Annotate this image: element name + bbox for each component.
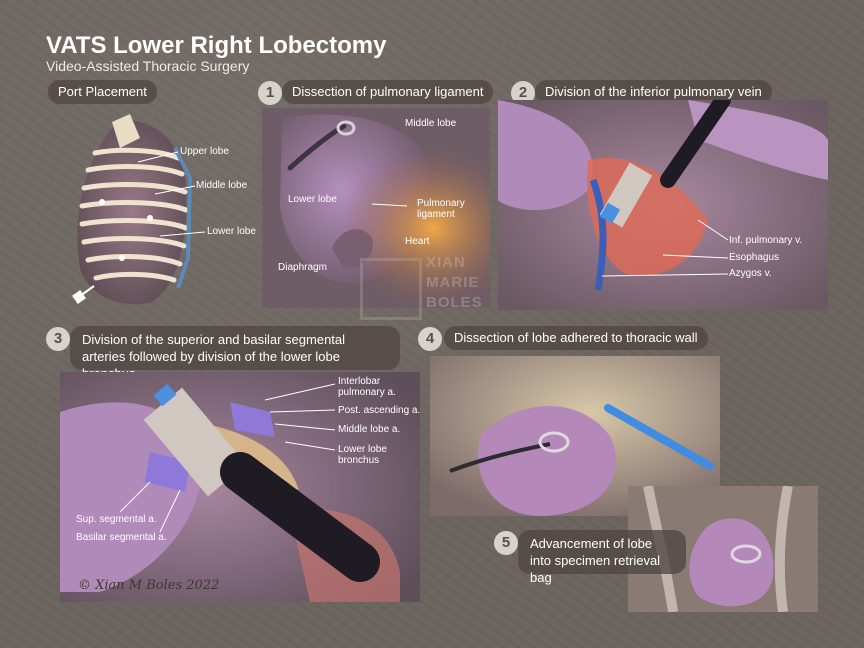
step-4-number: 4	[418, 327, 442, 351]
label-sup-segmental-a: Sup. segmental a.	[76, 514, 157, 525]
label-azygos-v: Azygos v.	[729, 268, 772, 279]
step-5-title: Advancement of lobe into specimen retrie…	[518, 530, 686, 585]
step-5-illustration	[628, 486, 818, 612]
page-title: VATS Lower Right Lobectomy	[46, 32, 387, 59]
label-middle-lobe: Middle lobe	[405, 118, 457, 129]
artist-signature: © Xian M Boles 2022	[78, 578, 220, 593]
step-3-title: Division of the superior and basilar seg…	[70, 326, 400, 381]
step-3-number: 3	[46, 327, 70, 351]
step-1-illustration: Middle lobe Lower lobe Pulmonary ligamen…	[262, 108, 490, 308]
label-lower-lobe: Lower lobe	[288, 194, 337, 205]
port-placement-heading: Port Placement	[48, 80, 157, 104]
page-subtitle: Video-Assisted Thoracic Surgery	[46, 58, 250, 74]
label-upper-lobe: Upper lobe	[180, 146, 229, 157]
step-2-illustration: Inf. pulmonary v. Esophagus Azygos v.	[498, 100, 828, 310]
label-lower-lobe-bronchus: Lower lobe bronchus	[338, 444, 387, 466]
label-basilar-segmental-a: Basilar segmental a.	[76, 532, 167, 543]
watermark-line-1: XIAN	[426, 254, 466, 271]
label-inf-pulmonary-v: Inf. pulmonary v.	[729, 235, 803, 246]
label-pulmonary-ligament: Pulmonary ligament	[417, 198, 465, 220]
watermark-line-3: BOLES	[426, 294, 483, 311]
label-esophagus: Esophagus	[729, 252, 780, 263]
step-4-title: Dissection of lobe adhered to thoracic w…	[444, 326, 708, 350]
label-post-ascending-a: Post. ascending a.	[338, 405, 420, 416]
watermark-line-2: MARIE	[426, 274, 480, 291]
port-placement-illustration: Upper lobe Middle lobe Lower lobe	[50, 108, 260, 318]
label-heart: Heart	[405, 236, 430, 247]
label-lower-lobe: Lower lobe	[207, 226, 256, 237]
label-diaphragm: Diaphragm	[278, 262, 327, 273]
watermark-logo: XIAN MARIE BOLES	[360, 254, 510, 324]
label-middle-lobe-a: Middle lobe a.	[338, 424, 401, 435]
step-4-illustration	[430, 356, 720, 516]
label-middle-lobe: Middle lobe	[196, 180, 248, 191]
step-1-number: 1	[258, 81, 282, 105]
label-interlobar-pulmonary-a: Interlobar pulmonary a.	[338, 376, 396, 398]
step-1-title: Dissection of pulmonary ligament	[282, 80, 494, 104]
step-5-number: 5	[494, 531, 518, 555]
step-3-illustration: Interlobar pulmonary a. Post. ascending …	[60, 372, 420, 602]
